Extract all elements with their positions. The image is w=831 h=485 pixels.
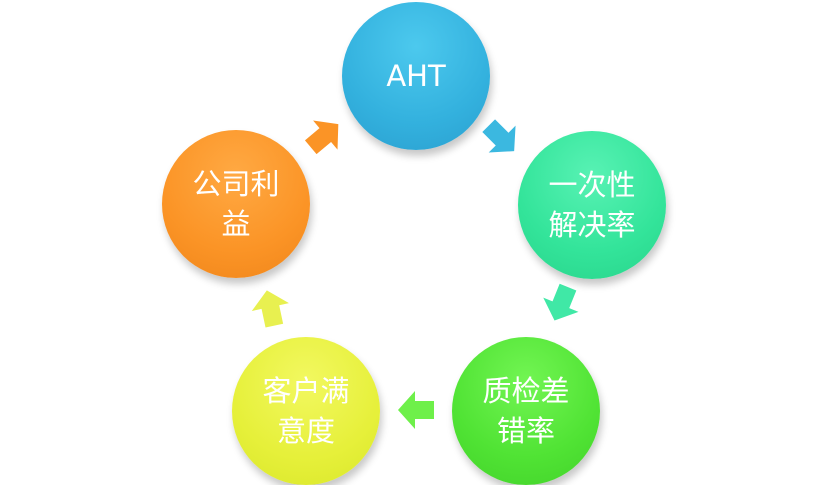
arrow-aht-to-fcr — [482, 119, 516, 153]
node-company-profit: 公司利 益 — [162, 130, 310, 278]
node-fcr-label-line1: 一次性 — [548, 168, 636, 202]
arrow-qa-to-csat — [398, 391, 434, 429]
node-profit-label-line2: 益 — [221, 207, 251, 241]
node-first-contact-resolution: 一次性 解决率 — [518, 131, 666, 279]
node-qa-error-rate: 质检差 错率 — [452, 337, 600, 485]
node-customer-satisfaction: 客户满 意度 — [232, 337, 380, 485]
node-aht: AHT — [342, 2, 490, 150]
node-qa-label-line2: 错率 — [496, 414, 555, 448]
node-aht-label: AHT — [386, 59, 446, 93]
arrow-profit-to-aht — [304, 120, 339, 155]
node-profit-label-line1: 公司利 — [192, 167, 280, 201]
arrow-csat-to-profit — [251, 290, 289, 328]
node-csat-label-line2: 意度 — [276, 414, 335, 448]
node-csat-label-line1: 客户满 — [262, 374, 350, 408]
node-qa-label-line1: 质检差 — [482, 374, 570, 408]
node-fcr-label-line2: 解决率 — [548, 208, 636, 242]
arrow-fcr-to-qa — [543, 283, 579, 321]
